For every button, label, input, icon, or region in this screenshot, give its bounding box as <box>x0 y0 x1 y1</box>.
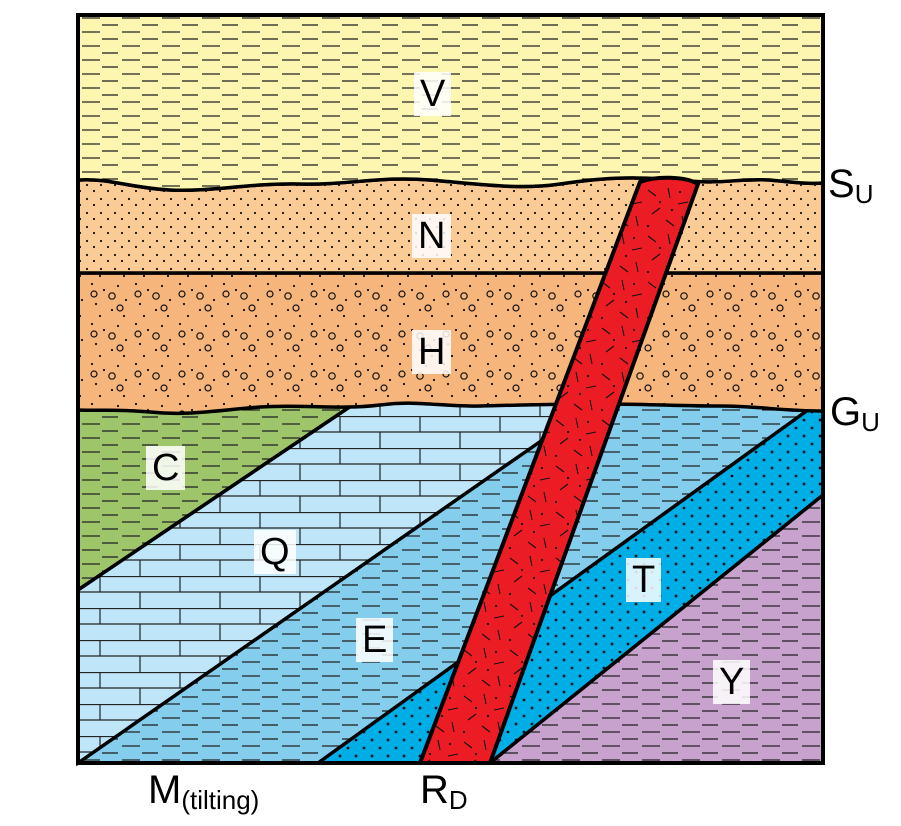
event-rd-main: R <box>420 768 449 812</box>
dike-r <box>417 175 701 765</box>
event-su-main: S <box>828 162 855 206</box>
label-v: V <box>414 72 452 116</box>
event-m-sub: (tilting) <box>181 785 260 815</box>
section-frame <box>76 13 825 765</box>
label-t: T <box>626 558 662 602</box>
event-gu-main: G <box>830 390 862 434</box>
unconformity-su <box>77 176 824 193</box>
event-m: M(tilting) <box>148 770 259 820</box>
label-c: C <box>146 446 186 490</box>
event-su: SU <box>828 164 873 214</box>
label-q: Q <box>254 530 296 574</box>
label-h: H <box>412 330 452 374</box>
event-rd-sub: D <box>448 785 468 815</box>
event-gu: GU <box>830 392 880 442</box>
event-gu-sub: U <box>861 407 880 437</box>
event-rd: RD <box>420 770 468 820</box>
label-y: Y <box>713 660 751 704</box>
label-e: E <box>356 618 394 662</box>
event-m-main: M <box>148 768 182 812</box>
label-n: N <box>412 214 452 258</box>
event-su-sub: U <box>854 179 874 209</box>
